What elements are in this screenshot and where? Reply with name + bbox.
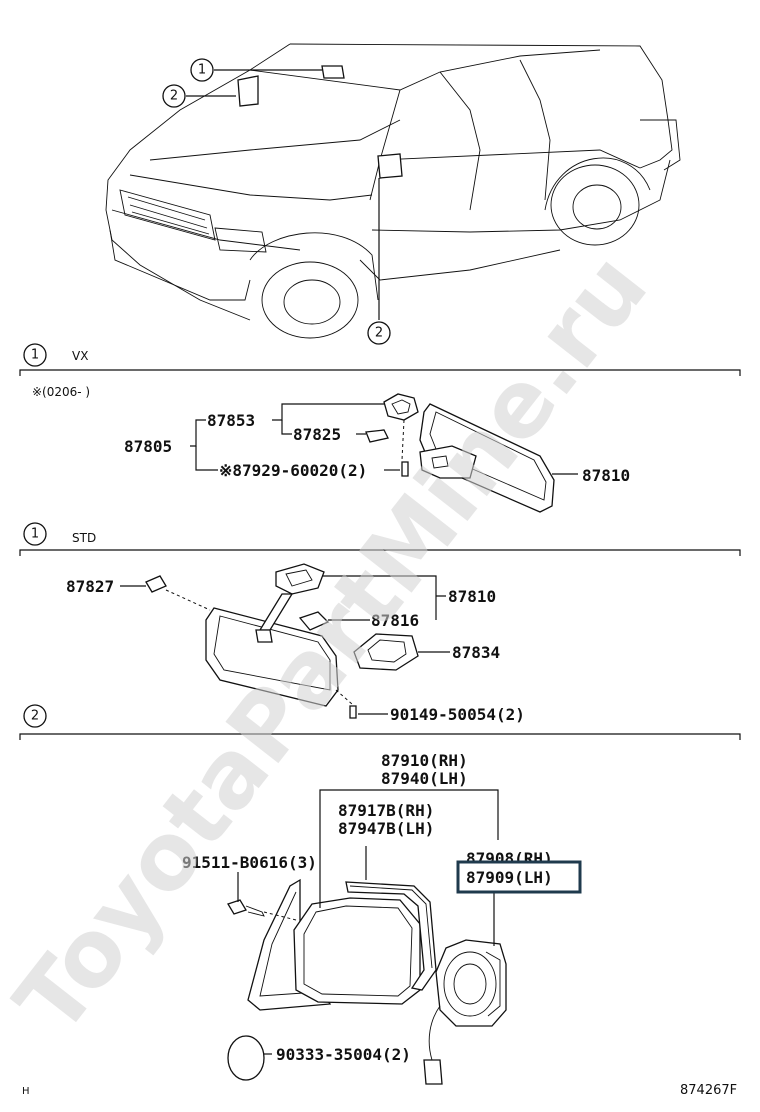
part-number-87910[interactable]: 87910(RH) [381, 751, 468, 770]
part-number-87805[interactable]: 87805 [124, 437, 172, 456]
highlighted-part-87909[interactable]: 87909(LH) [456, 860, 582, 894]
outer-mirror-drawing [227, 878, 507, 1085]
part-number-87810-std[interactable]: 87810 [448, 587, 496, 606]
part-number-91511-b0616[interactable]: 91511-B0616(3) [182, 853, 317, 872]
highlight-box [456, 860, 582, 894]
section-note: ※(0206- ) [32, 385, 90, 399]
section-grade: STD [72, 531, 96, 545]
part-number-87947b[interactable]: 87947B(LH) [338, 819, 434, 838]
section-key: 2 [31, 709, 39, 724]
vehicle-illustration [105, 43, 681, 339]
section-grade: VX [72, 349, 88, 363]
std-mirror-drawing [145, 563, 419, 719]
part-number-87834[interactable]: 87834 [452, 643, 500, 662]
section-key: 1 [31, 527, 39, 542]
vx-mirror-drawing [365, 393, 555, 513]
overview-callout-2-left[interactable]: 2 [162, 84, 186, 108]
part-number-87853[interactable]: 87853 [207, 411, 255, 430]
part-number-90333-35004[interactable]: 90333-35004(2) [276, 1045, 411, 1064]
vx-leaders [190, 403, 578, 475]
callout-number: 2 [375, 326, 383, 341]
part-number-87825[interactable]: 87825 [293, 425, 341, 444]
section-outer-mirror-header: 2 [19, 704, 741, 740]
part-number-87827[interactable]: 87827 [66, 577, 114, 596]
std-leaders [120, 575, 450, 715]
section-std-header: 1 STD [19, 522, 741, 556]
figure-code: 874267F [680, 1083, 737, 1098]
outer-mirror-leaders [237, 789, 499, 1055]
section-key: 1 [31, 348, 39, 363]
part-number-87917b[interactable]: 87917B(RH) [338, 801, 434, 820]
part-number-90149-50054[interactable]: 90149-50054(2) [390, 705, 525, 724]
overview-callout-1[interactable]: 1 [190, 58, 214, 82]
part-number-87929-60020[interactable]: ※87929-60020(2) [219, 461, 367, 480]
part-number-87940[interactable]: 87940(LH) [381, 769, 468, 788]
part-number-87909[interactable]: 87909(LH) [466, 868, 553, 887]
callout-number: 2 [170, 89, 178, 104]
overview-callout-2-right[interactable]: 2 [367, 321, 391, 345]
callout-number: 1 [198, 63, 206, 78]
corner-mark: H [22, 1086, 30, 1097]
section-vx-header: 1 VX ※(0206- ) [19, 343, 741, 399]
part-number-87810-vx[interactable]: 87810 [582, 466, 630, 485]
part-number-87816[interactable]: 87816 [371, 611, 419, 630]
